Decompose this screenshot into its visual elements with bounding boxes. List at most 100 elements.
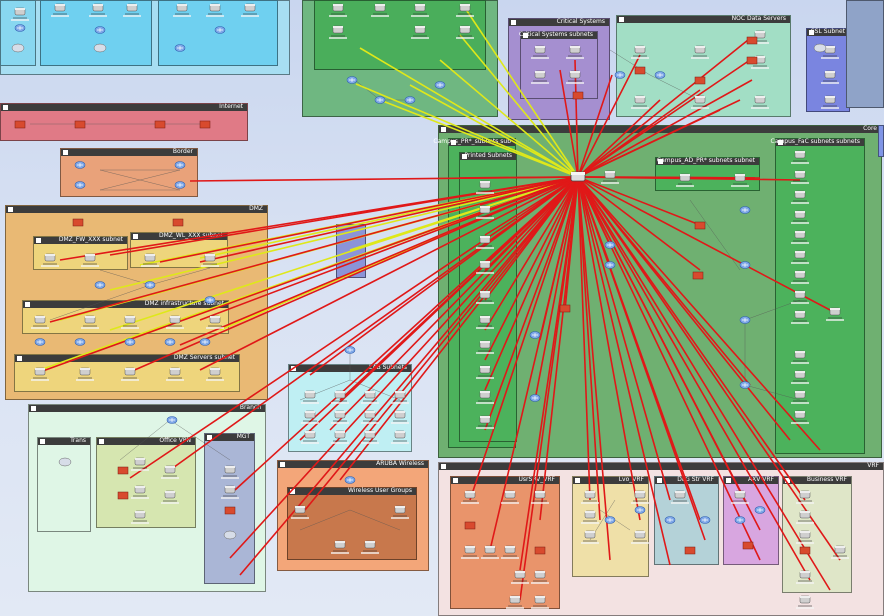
group-label: DMZ Servers subnet bbox=[173, 354, 235, 361]
group-title-bar[interactable]: Trans bbox=[38, 437, 90, 445]
group-border[interactable]: Border bbox=[60, 148, 198, 197]
group-title-bar[interactable]: MGT bbox=[205, 433, 254, 441]
collapse-icon[interactable] bbox=[441, 464, 446, 469]
group-title-bar[interactable]: DMZ bbox=[6, 205, 267, 213]
group-internet[interactable]: Internet bbox=[0, 103, 248, 141]
collapse-icon[interactable] bbox=[441, 127, 446, 132]
group-partial[interactable] bbox=[0, 0, 36, 66]
group-office-vpn[interactable]: Office VPN bbox=[96, 437, 196, 528]
collapse-icon[interactable] bbox=[291, 366, 296, 371]
collapse-icon[interactable] bbox=[63, 150, 68, 155]
group-title-bar[interactable]: NOC Data Servers bbox=[617, 15, 790, 23]
group-title-bar[interactable]: Business VRF bbox=[783, 476, 851, 484]
group-title-bar[interactable]: Critical Systems bbox=[509, 18, 609, 26]
collapse-icon[interactable] bbox=[453, 478, 458, 483]
group-critical-subnets[interactable]: Critical Systems subnets bbox=[518, 31, 598, 99]
collapse-icon[interactable] bbox=[657, 478, 662, 483]
group-label: Printed Subnets bbox=[464, 152, 512, 159]
collapse-icon[interactable] bbox=[133, 234, 138, 239]
collapse-icon[interactable] bbox=[8, 207, 13, 212]
collapse-icon[interactable] bbox=[575, 478, 580, 483]
collapse-icon[interactable] bbox=[40, 439, 45, 444]
collapse-icon[interactable] bbox=[99, 439, 104, 444]
group-mgt[interactable]: MGT bbox=[204, 433, 255, 584]
group-label: Campus_AD_PR* subnets subnet bbox=[656, 157, 755, 164]
group-label: Critical Systems bbox=[556, 18, 605, 25]
collapse-icon[interactable] bbox=[31, 406, 36, 411]
group-partial[interactable] bbox=[878, 125, 884, 157]
group-campus-ad-sub[interactable]: Campus_AD_PR* subnets subnet bbox=[655, 157, 760, 191]
group-dmz-servers-sub[interactable]: DMZ Servers subnet bbox=[14, 354, 240, 392]
group-campus-fa-sub[interactable]: Campus_FaC subnets subnets bbox=[771, 138, 865, 454]
collapse-icon[interactable] bbox=[17, 356, 22, 361]
group-title-bar[interactable]: Critical Systems subnets bbox=[518, 31, 597, 39]
collapse-icon[interactable] bbox=[25, 302, 30, 307]
group-title-bar[interactable]: LAB Subnets bbox=[289, 364, 411, 372]
collapse-icon[interactable] bbox=[280, 462, 285, 467]
group-label: UsrSRV_VRF bbox=[518, 476, 555, 483]
group-title-bar[interactable]: DMZ infrastructure subnet bbox=[23, 300, 228, 308]
group-title-bar[interactable]: DMZ_FW_XXX subnet bbox=[34, 236, 127, 244]
group-vrf-d[interactable]: AXV VRF bbox=[723, 476, 779, 565]
collapse-icon[interactable] bbox=[511, 20, 516, 25]
group-ssl[interactable]: SSL Subnet bbox=[806, 28, 850, 112]
group-title-bar[interactable]: Core bbox=[439, 125, 881, 133]
group-title-bar[interactable]: DLG Str VRF bbox=[655, 476, 718, 484]
group-title-bar[interactable]: DMZ Servers subnet bbox=[15, 354, 239, 362]
group-title-bar[interactable]: DMZ_WL_XXX subnet bbox=[131, 232, 227, 240]
group-title-bar[interactable]: Campus_FaC subnets subnets bbox=[771, 138, 864, 146]
group-title-bar[interactable]: Border bbox=[61, 148, 197, 156]
group-title-bar[interactable]: Office VPN bbox=[97, 437, 195, 445]
group-noc[interactable]: NOC Data Servers bbox=[616, 15, 791, 117]
collapse-icon[interactable] bbox=[619, 17, 624, 22]
collapse-icon[interactable] bbox=[36, 238, 41, 243]
collapse-icon[interactable] bbox=[207, 435, 212, 440]
group-label: Branch bbox=[239, 404, 261, 411]
group-partial[interactable] bbox=[846, 0, 884, 108]
group-title-bar[interactable]: ARUBA Wireless bbox=[278, 460, 428, 468]
router-icon[interactable] bbox=[344, 346, 356, 354]
group-title-bar[interactable]: Branch bbox=[29, 404, 265, 412]
group-partial[interactable] bbox=[314, 0, 486, 70]
group-title-bar[interactable]: Campus_AD_PR* subnets subnet bbox=[656, 157, 759, 165]
group-label: DMZ bbox=[249, 205, 263, 212]
collapse-icon[interactable] bbox=[778, 140, 783, 145]
group-label: AXV VRF bbox=[748, 476, 774, 483]
group-vrf-c[interactable]: DLG Str VRF bbox=[654, 476, 719, 565]
collapse-icon[interactable] bbox=[290, 489, 295, 494]
collapse-icon[interactable] bbox=[809, 30, 814, 35]
group-title-bar[interactable]: VRF bbox=[439, 462, 883, 470]
group-dmz-infra-sub[interactable]: DMZ infrastructure subnet bbox=[22, 300, 229, 334]
group-wireless-user[interactable]: Wireless User Groups bbox=[287, 487, 417, 560]
group-title-bar[interactable]: SSL Subnet bbox=[807, 28, 849, 36]
group-title-bar[interactable]: Internet bbox=[1, 103, 247, 111]
group-label: SSL Subnet bbox=[810, 28, 845, 35]
group-title-bar[interactable]: UsrSRV_VRF bbox=[451, 476, 559, 484]
group-title-bar[interactable]: AXV VRF bbox=[724, 476, 778, 484]
collapse-icon[interactable] bbox=[726, 478, 731, 483]
group-label: LAB Subnets bbox=[368, 364, 407, 371]
group-label: Campus_FaC subnets subnets bbox=[770, 138, 860, 145]
group-vrf-a[interactable]: UsrSRV_VRF bbox=[450, 476, 560, 609]
group-partial[interactable] bbox=[40, 0, 152, 66]
group-dmz-wl-sub[interactable]: DMZ_WL_XXX subnet bbox=[130, 232, 228, 268]
group-title-bar[interactable]: Lvo_VRF bbox=[573, 476, 648, 484]
group-label: Campus_PR*_subnets sub bbox=[433, 138, 511, 145]
group-vrf-e[interactable]: Business VRF bbox=[782, 476, 852, 593]
collapse-icon[interactable] bbox=[3, 105, 8, 110]
group-title-bar[interactable]: Wireless User Groups bbox=[288, 487, 416, 495]
group-printed-subnets[interactable]: Printed Subnets bbox=[459, 152, 517, 442]
group-vrf-b[interactable]: Lvo_VRF bbox=[572, 476, 649, 577]
group-label: Critical Systems subnets bbox=[518, 31, 593, 38]
group-label: Core bbox=[863, 125, 877, 132]
group-title-bar[interactable]: Campus_PR*_subnets sub bbox=[433, 138, 515, 146]
group-dmz-fw-sub[interactable]: DMZ_FW_XXX subnet bbox=[33, 236, 128, 270]
group-partial[interactable] bbox=[158, 0, 278, 66]
group-trans[interactable]: Trans bbox=[37, 437, 91, 532]
group-label: Wireless User Groups bbox=[348, 487, 412, 494]
group-lab[interactable]: LAB Subnets bbox=[288, 364, 412, 452]
group-title-bar[interactable]: Printed Subnets bbox=[460, 152, 516, 160]
group-partial[interactable] bbox=[336, 224, 366, 278]
group-label: Business VRF bbox=[806, 476, 847, 483]
collapse-icon[interactable] bbox=[785, 478, 790, 483]
